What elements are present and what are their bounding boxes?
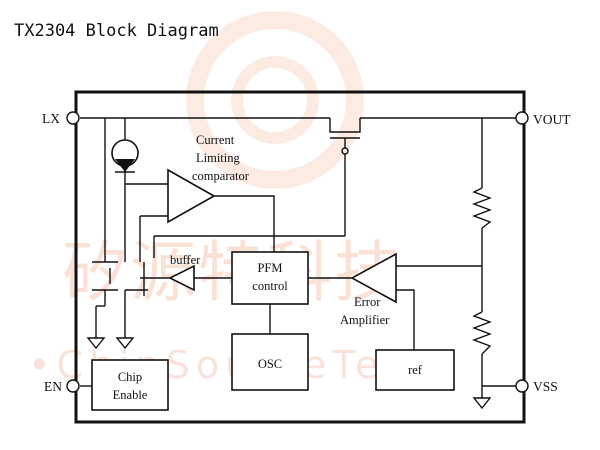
pin-lx <box>66 111 80 125</box>
chip-enable-label-2: Enable <box>113 388 148 402</box>
watermark-logo-ring <box>186 11 364 189</box>
pin-vout <box>515 111 529 125</box>
pin-en-label: EN <box>44 379 62 394</box>
ref-block <box>375 349 455 391</box>
pin-en <box>66 379 80 393</box>
pfm-control-block <box>231 251 309 305</box>
chip-enable-label-1: Chip <box>118 370 142 384</box>
error-amp-label-1: Error <box>354 295 381 309</box>
ea-ref-wire <box>396 289 415 350</box>
chip-outline <box>74 90 526 424</box>
pfm-label-2: control <box>252 279 288 293</box>
diagram-title: TX2304 Block Diagram <box>14 21 219 41</box>
osc-label: OSC <box>258 357 282 371</box>
pin-lx-label: LX <box>42 111 60 126</box>
ref-label: ref <box>408 363 423 377</box>
buffer-label: buffer <box>170 253 201 267</box>
error-amplifier <box>350 252 397 304</box>
pin-vss-label: VSS <box>533 379 558 394</box>
resistor-icon-bottom <box>472 311 492 355</box>
pmos-channel <box>329 118 361 133</box>
comp-out-wire <box>214 195 275 252</box>
pin-vss <box>515 379 529 393</box>
ground-icon-vss <box>472 397 492 410</box>
comparator-label-1: Current <box>196 133 235 147</box>
error-amp-label-2: Amplifier <box>340 313 390 327</box>
watermark-chinese: 矽源特科技 <box>62 234 402 311</box>
pin-vout-label: VOUT <box>533 112 571 127</box>
chip-enable-block <box>91 359 169 411</box>
comparator-label-3: comparator <box>192 169 250 183</box>
sense-fet-icon <box>124 262 148 338</box>
ground-icon-2 <box>115 337 135 350</box>
current-source-icon <box>111 139 139 173</box>
wiring <box>80 117 516 398</box>
current-limit-comparator <box>167 168 216 224</box>
osc-block <box>231 333 309 391</box>
pfm-label-1: PFM <box>257 261 282 275</box>
buffer-triangle <box>168 264 195 292</box>
comparator-label-2: Limiting <box>196 151 241 165</box>
resistor-icon-top <box>472 187 492 229</box>
watermark-logo-core <box>231 56 319 144</box>
nmos-switch-icon <box>92 261 118 338</box>
watermark: 矽源特科技 •ChipSourceTek• <box>28 11 435 387</box>
ground-icon-1 <box>86 337 106 350</box>
